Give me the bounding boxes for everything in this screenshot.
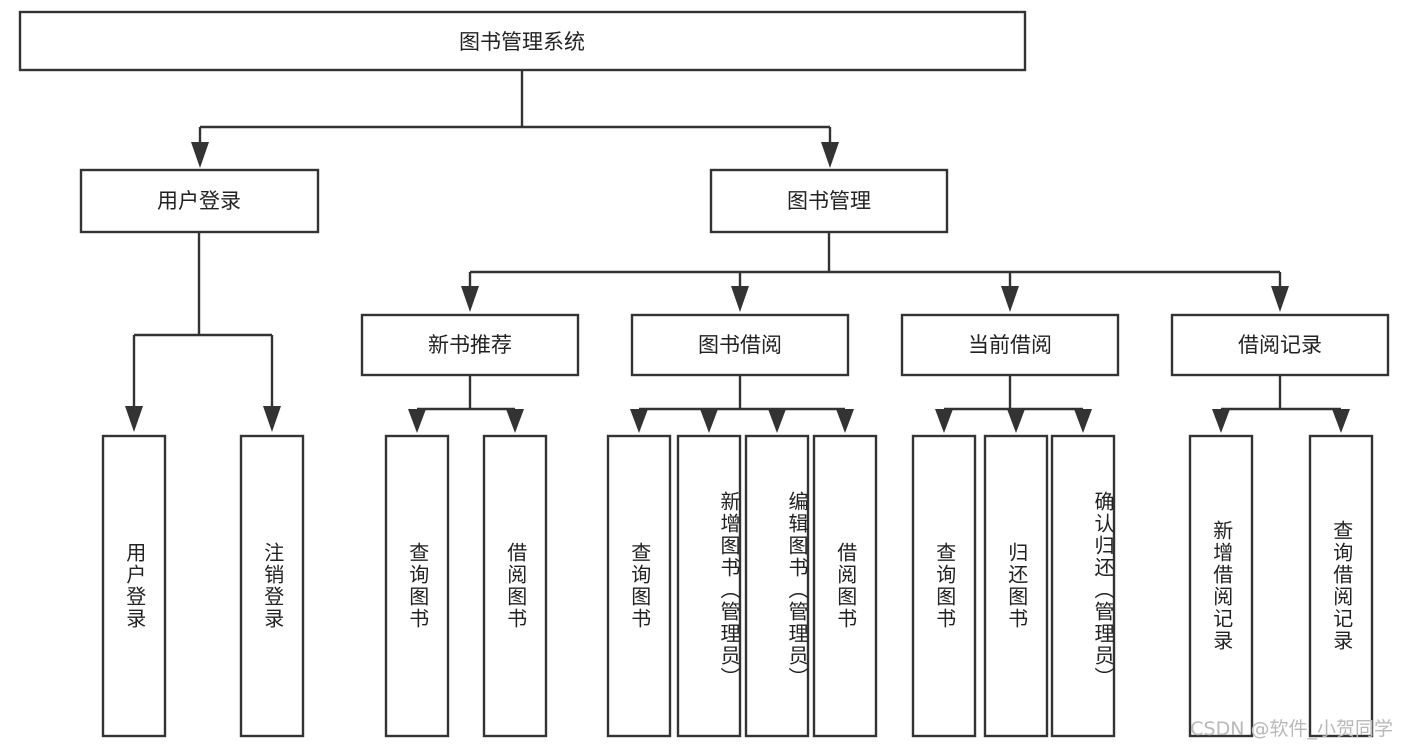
connector-book-borrow-to-leaves [630, 375, 854, 433]
node-current-borrow-label: 当前借阅 [968, 333, 1052, 357]
node-current-borrow: 当前借阅 [900, 313, 1120, 377]
arrow-head-bb-leaf-3 [768, 409, 786, 433]
leaf-box-query-book-cb [911, 434, 977, 738]
connector-borrow-record-to-leaves [1212, 375, 1350, 433]
node-borrow-record: 借阅记录 [1170, 313, 1390, 377]
connector-current-borrow-to-leaves [935, 375, 1092, 433]
node-new-book-recommend-box [360, 313, 580, 377]
arrow-head-nb-leaf-1 [408, 409, 426, 433]
csdn-watermark: CSDN @软件_小贺同学 [1190, 718, 1393, 740]
node-book-borrow-box [630, 313, 850, 377]
leaf-box-borrow-book-nb [482, 434, 548, 738]
arrow-head-cb-leaf-3 [1074, 409, 1092, 433]
node-root: 图书管理系统 [18, 10, 1027, 72]
connector-root-to-level2 [191, 70, 839, 168]
leaf-box-add-book-admin [676, 434, 742, 738]
node-root-label: 图书管理系统 [459, 30, 585, 54]
leaf-box-add-borrow-record [1188, 434, 1254, 738]
leaf-box-user-login [101, 434, 167, 738]
arrow-head-bb-leaf-4 [836, 409, 854, 433]
leaf-box-borrow-book-bb [812, 434, 878, 738]
leaf-box-confirm-return-admin [1050, 434, 1116, 738]
arrow-head-bb-leaf-2 [700, 409, 718, 433]
leaf-box-return-book [983, 434, 1049, 738]
node-book-manage-box [709, 168, 949, 234]
arrow-head-to-borrow-record [1271, 286, 1289, 312]
arrow-head-to-leaf-logout [263, 406, 281, 432]
leaf-box-query-book-bb [606, 434, 672, 738]
node-book-borrow-label: 图书借阅 [698, 333, 782, 357]
arrow-head-cb-leaf-2 [1007, 409, 1025, 433]
node-borrow-record-box [1170, 313, 1390, 377]
node-new-book-recommend: 新书推荐 [360, 313, 580, 377]
node-user-login: 用户登录 [79, 168, 320, 234]
arrow-head-nb-leaf-2 [506, 409, 524, 433]
arrow-head-to-book-borrow [731, 286, 749, 312]
arrow-head-br-leaf-2 [1332, 409, 1350, 433]
arrow-head-to-user-login [191, 142, 209, 168]
node-book-manage-label: 图书管理 [787, 189, 871, 213]
node-user-login-label: 用户登录 [157, 189, 241, 213]
leaf-box-edit-book-admin [744, 434, 810, 738]
leaf-box-query-borrow-record [1308, 434, 1374, 738]
connector-new-book-to-leaves [408, 375, 524, 433]
leaf-box-logout [239, 434, 305, 738]
leaf-boxes [101, 434, 1374, 738]
node-current-borrow-box [900, 313, 1120, 377]
arrow-head-bb-leaf-1 [630, 409, 648, 433]
arrow-head-br-leaf-1 [1212, 409, 1230, 433]
connector-book-manage-to-level3 [461, 232, 1289, 312]
leaf-box-query-book-nb [384, 434, 450, 738]
node-borrow-record-label: 借阅记录 [1238, 333, 1322, 357]
node-new-book-recommend-label: 新书推荐 [428, 333, 512, 357]
arrow-head-to-current-borrow [1001, 286, 1019, 312]
connector-user-login-to-leaves [125, 232, 281, 432]
arrow-head-to-new-book [461, 286, 479, 312]
arrow-head-to-book-manage [821, 142, 839, 168]
node-book-borrow: 图书借阅 [630, 313, 850, 377]
node-book-manage: 图书管理 [709, 168, 949, 234]
arrow-head-to-leaf-user-login [125, 406, 143, 432]
node-root-box [18, 10, 1027, 72]
arrow-head-cb-leaf-1 [935, 409, 953, 433]
